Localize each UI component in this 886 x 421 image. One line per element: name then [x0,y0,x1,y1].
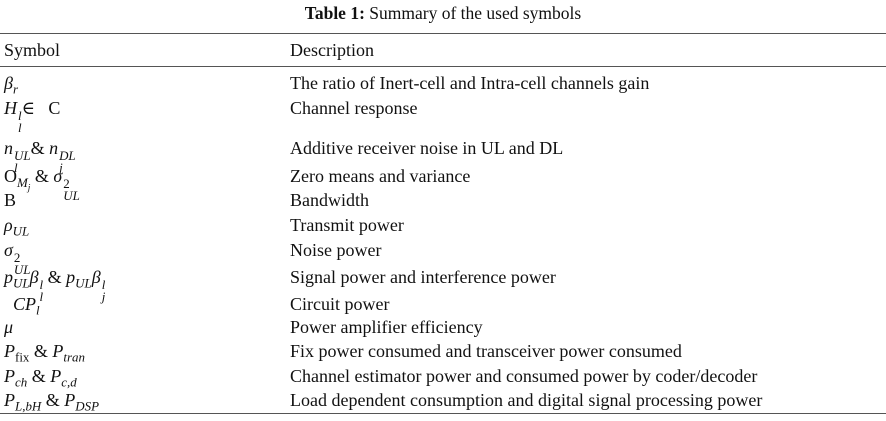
table-row: Pch & Pc,d Channel estimator power and c… [0,364,886,390]
description-cell: Circuit power [290,294,390,314]
table-row: μ Power amplifier efficiency [0,315,886,339]
table-row: CPl Circuit power [0,292,886,318]
description-cell: Signal power and interference power [290,267,556,287]
description-cell: The ratio of Inert-cell and Intra-cell c… [290,73,650,93]
description-cell: Power amplifier efficiency [290,317,483,337]
symbol-cell: PL,bH & PDSP [4,390,100,414]
table-caption-label: Table 1: [304,3,365,23]
table-top-rule [0,33,886,34]
description-cell: Channel estimator power and consumed pow… [290,366,758,386]
symbol-cell: βr [4,73,19,97]
table-row: ρUL Transmit power [0,213,886,239]
table-header-rule [0,66,886,67]
description-cell: Load dependent consumption and digital s… [290,390,763,410]
table-caption-text: Summary of the used symbols [369,3,582,23]
description-cell: Bandwidth [290,190,369,210]
symbol-cell: μ [4,317,14,337]
description-cell: Fix power consumed and transceiver power… [290,341,682,361]
symbol-cell: Pfix & Ptran [4,341,85,365]
table-caption: Table 1: Summary of the used symbols [0,3,886,23]
description-cell: Channel response [290,98,418,118]
column-header-description: Description [290,40,374,60]
description-cell: Zero means and variance [290,166,471,186]
table-row: PL,bH & PDSP Load dependent consumption … [0,388,886,414]
symbol-cell: ρUL [4,215,30,239]
description-cell: Noise power [290,240,382,260]
symbol-cell: B [4,190,17,210]
table-row: βr The ratio of Inert-cell and Intra-cel… [0,71,886,97]
description-cell: Transmit power [290,215,404,235]
description-cell: Additive receiver noise in UL and DL [290,138,564,158]
table-row: B Bandwidth [0,188,886,212]
symbol-cell: CPl [13,294,40,318]
table-bottom-rule [0,413,886,414]
table-row: Pfix & Ptran Fix power consumed and tran… [0,339,886,365]
column-header-symbol: Symbol [4,40,61,60]
symbol-cell: Pch & Pc,d [4,366,77,390]
